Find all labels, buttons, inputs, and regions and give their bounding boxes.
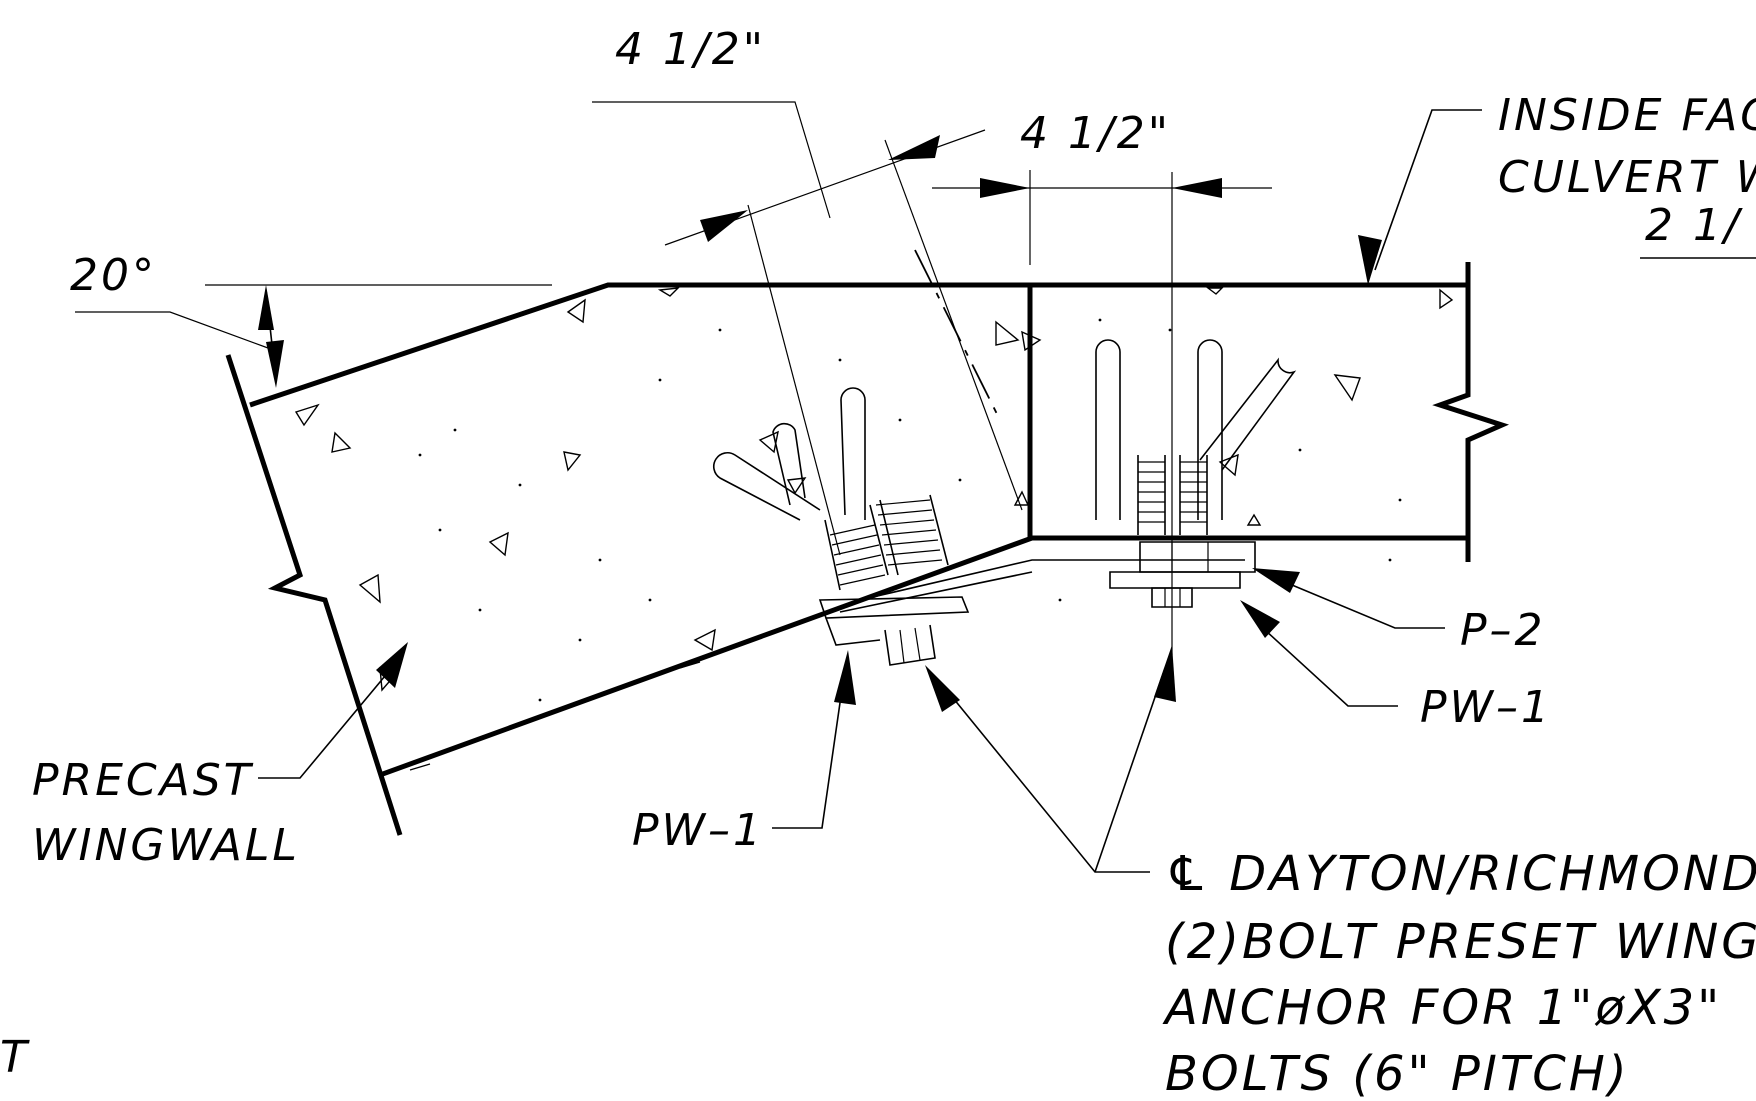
note-line3: ANCHOR FOR 1"øX3" — [1162, 980, 1722, 1036]
note-line2: (2)BOLT PRESET WINGWALL — [1165, 914, 1756, 970]
inside-face-label-line3: 2 1/ — [1645, 200, 1743, 251]
horizontal-dimension — [932, 170, 1272, 655]
angled-dimension — [592, 101, 1023, 556]
horizontal-dimension-label: 4 1/2" — [1020, 108, 1171, 159]
left-anchor-assembly — [713, 249, 1001, 666]
concrete-aggregate-pattern — [294, 287, 1454, 771]
angle-dimension — [75, 284, 552, 388]
partial-left-label: T — [0, 1032, 30, 1083]
joint-plate-lines — [839, 559, 1245, 613]
inside-face-label-line2: CULVERT WA — [1498, 152, 1756, 203]
note-line4: BOLTS (6" PITCH) — [1165, 1046, 1630, 1101]
precast-wingwall-body — [225, 282, 1033, 836]
right-anchor-assembly — [1095, 339, 1297, 608]
p2-label: P–2 — [1460, 605, 1546, 656]
precast-label-line2: WINGWALL — [32, 820, 300, 871]
note-line1: ℄ DAYTON/RICHMOND — [1165, 846, 1756, 902]
angle-label: 20° — [70, 250, 157, 301]
leader-lines — [258, 109, 1756, 873]
precast-label-line1: PRECAST — [32, 755, 254, 806]
culvert-wall-body — [1027, 262, 1510, 562]
inside-face-label-line1: INSIDE FACE — [1498, 90, 1756, 141]
pw1-right-label: PW–1 — [1420, 682, 1552, 733]
pw1-left-label: PW–1 — [632, 805, 764, 856]
angled-dimension-label: 4 1/2" — [615, 24, 766, 75]
